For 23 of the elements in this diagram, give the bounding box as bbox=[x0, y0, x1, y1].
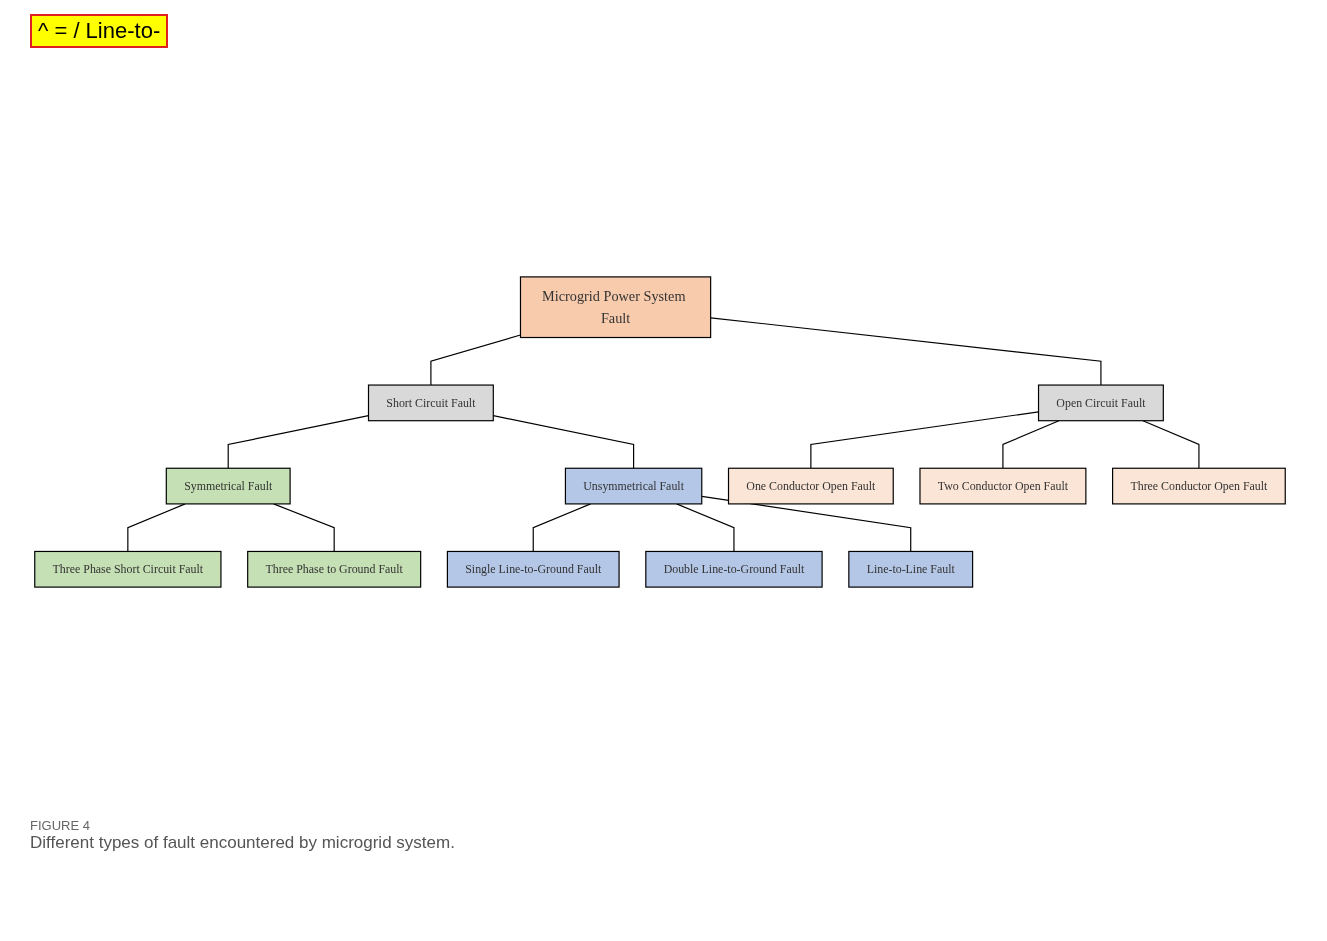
node-box: Three Conductor Open Fault bbox=[1112, 467, 1286, 505]
node-box: Two Conductor Open Fault bbox=[919, 467, 1087, 505]
node-box: Line-to-Line Fault bbox=[848, 550, 974, 588]
node-box: Unsymmetrical Fault bbox=[564, 467, 703, 505]
caption: Different types of fault encountered by microgrid system. bbox=[30, 833, 456, 853]
node-box: Double Line-to-Ground Fault bbox=[645, 550, 823, 588]
node-box: Three Phase to Ground Fault bbox=[247, 550, 422, 588]
connector bbox=[1002, 420, 1060, 469]
node-box: Three Phase Short Circuit Fault bbox=[34, 550, 222, 588]
connector bbox=[273, 503, 335, 553]
connector bbox=[430, 334, 522, 386]
annotation-note: ^ = / Line-to- bbox=[30, 14, 169, 48]
node-box: Microgrid Power System Fault bbox=[519, 276, 712, 339]
node-box: Symmetrical Fault bbox=[165, 467, 291, 505]
node-box: One Conductor Open Fault bbox=[727, 467, 894, 505]
figure-label: FIGURE 4 bbox=[30, 818, 91, 833]
node-box: Single Line-to-Ground Fault bbox=[446, 550, 620, 588]
connector bbox=[676, 503, 735, 553]
node-box: Short Circuit Fault bbox=[367, 384, 494, 422]
connector bbox=[710, 317, 1102, 386]
connector bbox=[127, 503, 186, 553]
node-box: Open Circuit Fault bbox=[1037, 384, 1164, 422]
connector bbox=[1142, 420, 1200, 469]
